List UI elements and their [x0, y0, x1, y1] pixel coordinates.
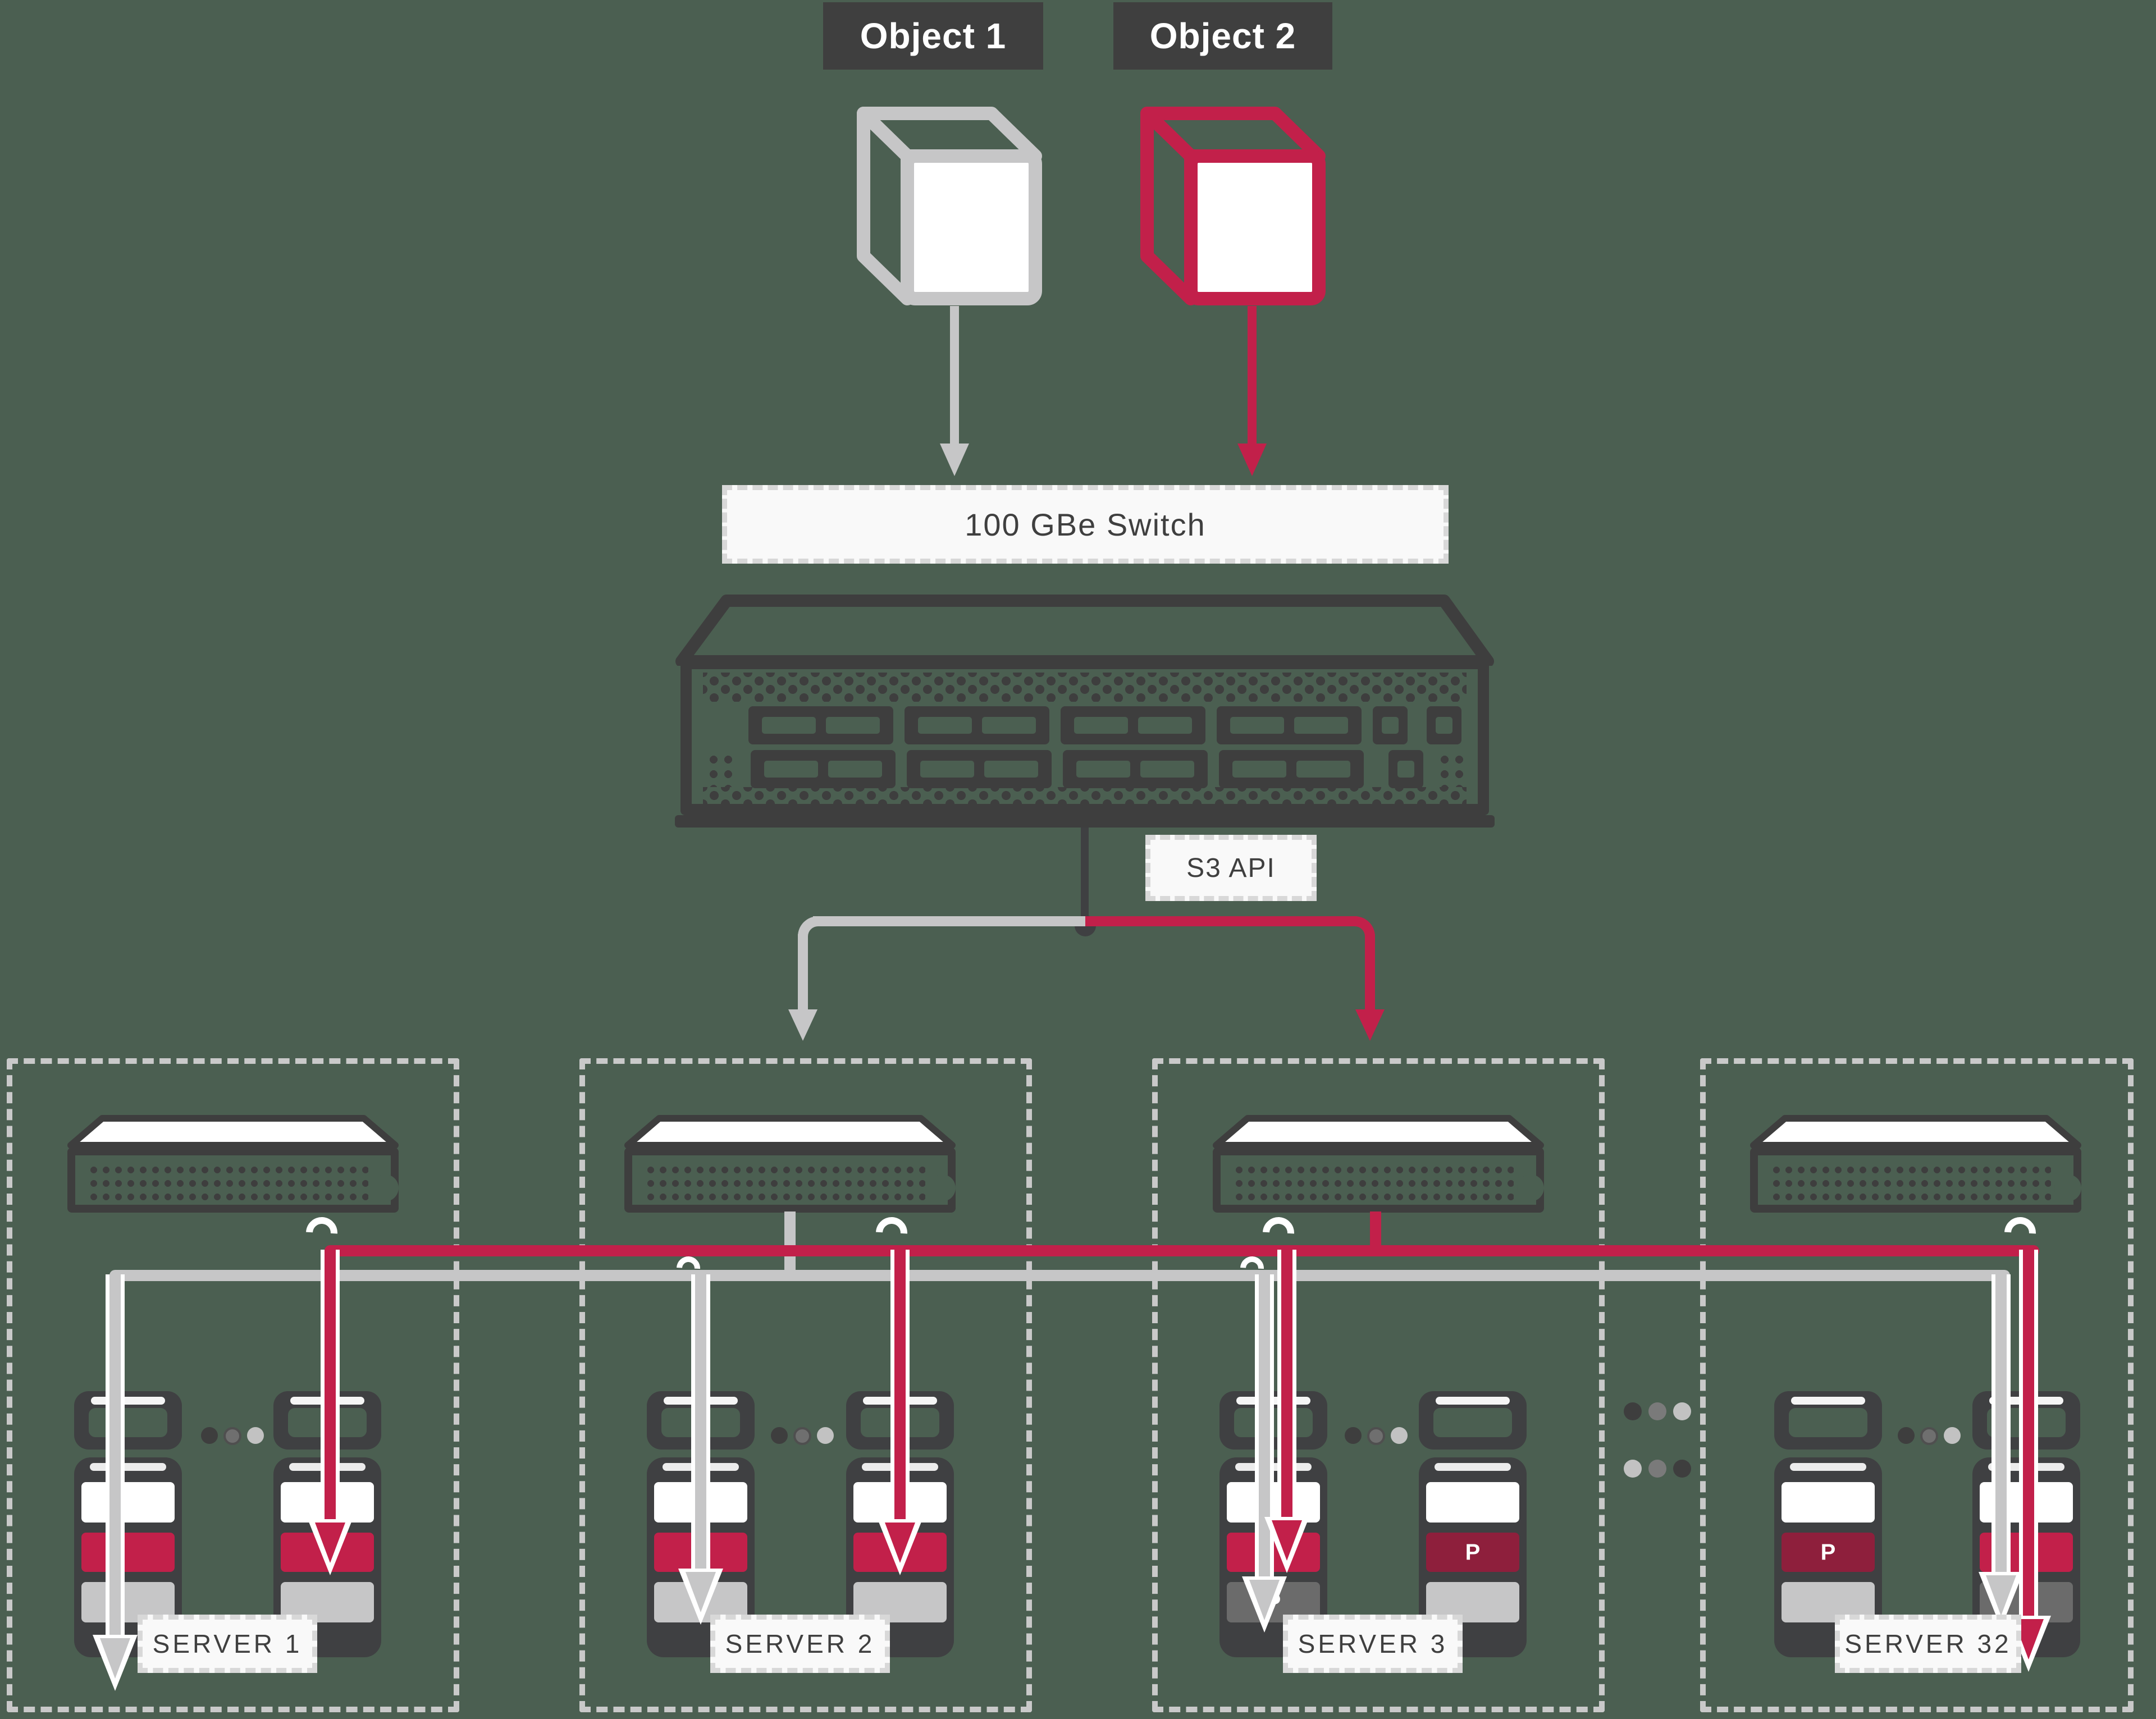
- switch-port-module: [1217, 706, 1362, 744]
- object2-label-text: Object 2: [1149, 16, 1296, 56]
- object1-label-text: Object 1: [860, 16, 1007, 56]
- object2-cube-icon: [1140, 107, 1326, 305]
- server32-name-label: SERVER 32: [1835, 1615, 2021, 1673]
- server1-box: [7, 1058, 459, 1712]
- object2-flow-arrow-shaft: [1248, 306, 1257, 446]
- server2-name-text: SERVER 2: [725, 1629, 875, 1658]
- parity-band: P: [1426, 1533, 1519, 1572]
- switch-base-bar: [675, 815, 1495, 828]
- switch-top-vents: [703, 673, 1467, 702]
- server3-name-label: SERVER 3: [1283, 1615, 1463, 1673]
- switch-label-box: 100 GBe Switch: [722, 485, 1449, 564]
- disk-icon: [1774, 1391, 1882, 1450]
- switch-port-module-small: [1373, 706, 1408, 744]
- switch-led-cluster: [1437, 752, 1468, 787]
- server1-nic-icon: [67, 1147, 399, 1213]
- red-branch-horizontal: [1085, 916, 1357, 926]
- server32-nic-icon: [1750, 1147, 2081, 1213]
- switch-led-cluster: [706, 752, 737, 787]
- switch-label-text: 100 GBe Switch: [965, 506, 1206, 542]
- object1-flow-arrow-shaft: [950, 306, 959, 446]
- red-write-arrow: [890, 1250, 910, 1524]
- server3-nic-top: [1213, 1115, 1544, 1149]
- server1-name-label: SERVER 1: [138, 1615, 317, 1673]
- gray-write-arrow-head-fill: [1249, 1580, 1280, 1620]
- red-write-arrow-head-fill: [1272, 1520, 1302, 1561]
- gray-branch-arrow-head: [788, 1009, 817, 1041]
- red-write-arrow-head-fill: [885, 1523, 915, 1563]
- server1-name-text: SERVER 1: [152, 1629, 303, 1658]
- server2-nic-icon: [624, 1147, 956, 1213]
- red-write-arrow: [1277, 1250, 1296, 1521]
- gray-write-arrow-head-fill: [1986, 1575, 2016, 1616]
- s3-api-label-box: S3 API: [1145, 835, 1317, 901]
- switch-port-module: [1061, 706, 1205, 744]
- red-data-bus: [325, 1245, 2039, 1256]
- switch-port-module: [751, 750, 896, 788]
- disk-icon: [74, 1391, 182, 1450]
- red-write-arrow-head-fill: [315, 1523, 345, 1563]
- object2-label: Object 2: [1113, 2, 1332, 70]
- server1-nic-top: [67, 1115, 399, 1149]
- red-branch-arrow-head: [1355, 1009, 1385, 1041]
- gray-write-arrow: [1991, 1274, 2011, 1576]
- server3-name-text: SERVER 3: [1298, 1629, 1448, 1658]
- server3-nic-icon: [1213, 1147, 1544, 1213]
- gray-branch-vertical: [798, 934, 808, 1012]
- switch-port-module: [905, 706, 1049, 744]
- server2-nic-uplink: [784, 1211, 796, 1275]
- gray-branch-corner: [798, 916, 818, 936]
- object2-flow-arrow-head: [1237, 444, 1267, 476]
- switch-port-module: [1063, 750, 1208, 788]
- server2-nic-top: [624, 1115, 956, 1149]
- switch-top-face: [675, 595, 1494, 666]
- red-write-arrow: [321, 1250, 340, 1524]
- object1-cube-icon: [857, 107, 1042, 305]
- switch-port-module: [907, 750, 1052, 788]
- gray-write-arrow-head-fill: [686, 1572, 716, 1612]
- red-branch-corner: [1355, 916, 1375, 936]
- switch-downlink-line: [1081, 828, 1089, 926]
- gray-write-arrow: [106, 1274, 125, 1639]
- gray-write-arrow-head-fill: [100, 1638, 130, 1679]
- red-branch-vertical: [1365, 934, 1375, 1012]
- gray-branch-horizontal: [813, 916, 1085, 926]
- parity-band: P: [1782, 1533, 1875, 1572]
- server32-name-text: SERVER 32: [1844, 1629, 2012, 1658]
- server2-name-label: SERVER 2: [710, 1615, 890, 1673]
- disk-icon: [1419, 1391, 1527, 1450]
- server32-box: [1700, 1058, 2134, 1712]
- switch-port-module-small: [1427, 706, 1461, 744]
- red-write-arrow: [2019, 1250, 2038, 1620]
- gray-data-bus: [109, 1270, 2010, 1281]
- object1-flow-arrow-head: [940, 444, 969, 476]
- switch-port-module-small: [1388, 750, 1423, 788]
- switch-port-module: [748, 706, 893, 744]
- object1-label: Object 1: [823, 2, 1043, 70]
- server32-nic-top: [1750, 1115, 2081, 1149]
- switch-port-module: [1219, 750, 1364, 788]
- server2-box: [579, 1058, 1032, 1712]
- switch-bottom-vents: [703, 787, 1467, 804]
- gray-write-arrow: [691, 1274, 710, 1573]
- s3-api-label-text: S3 API: [1186, 853, 1276, 883]
- server3-box: [1152, 1058, 1605, 1712]
